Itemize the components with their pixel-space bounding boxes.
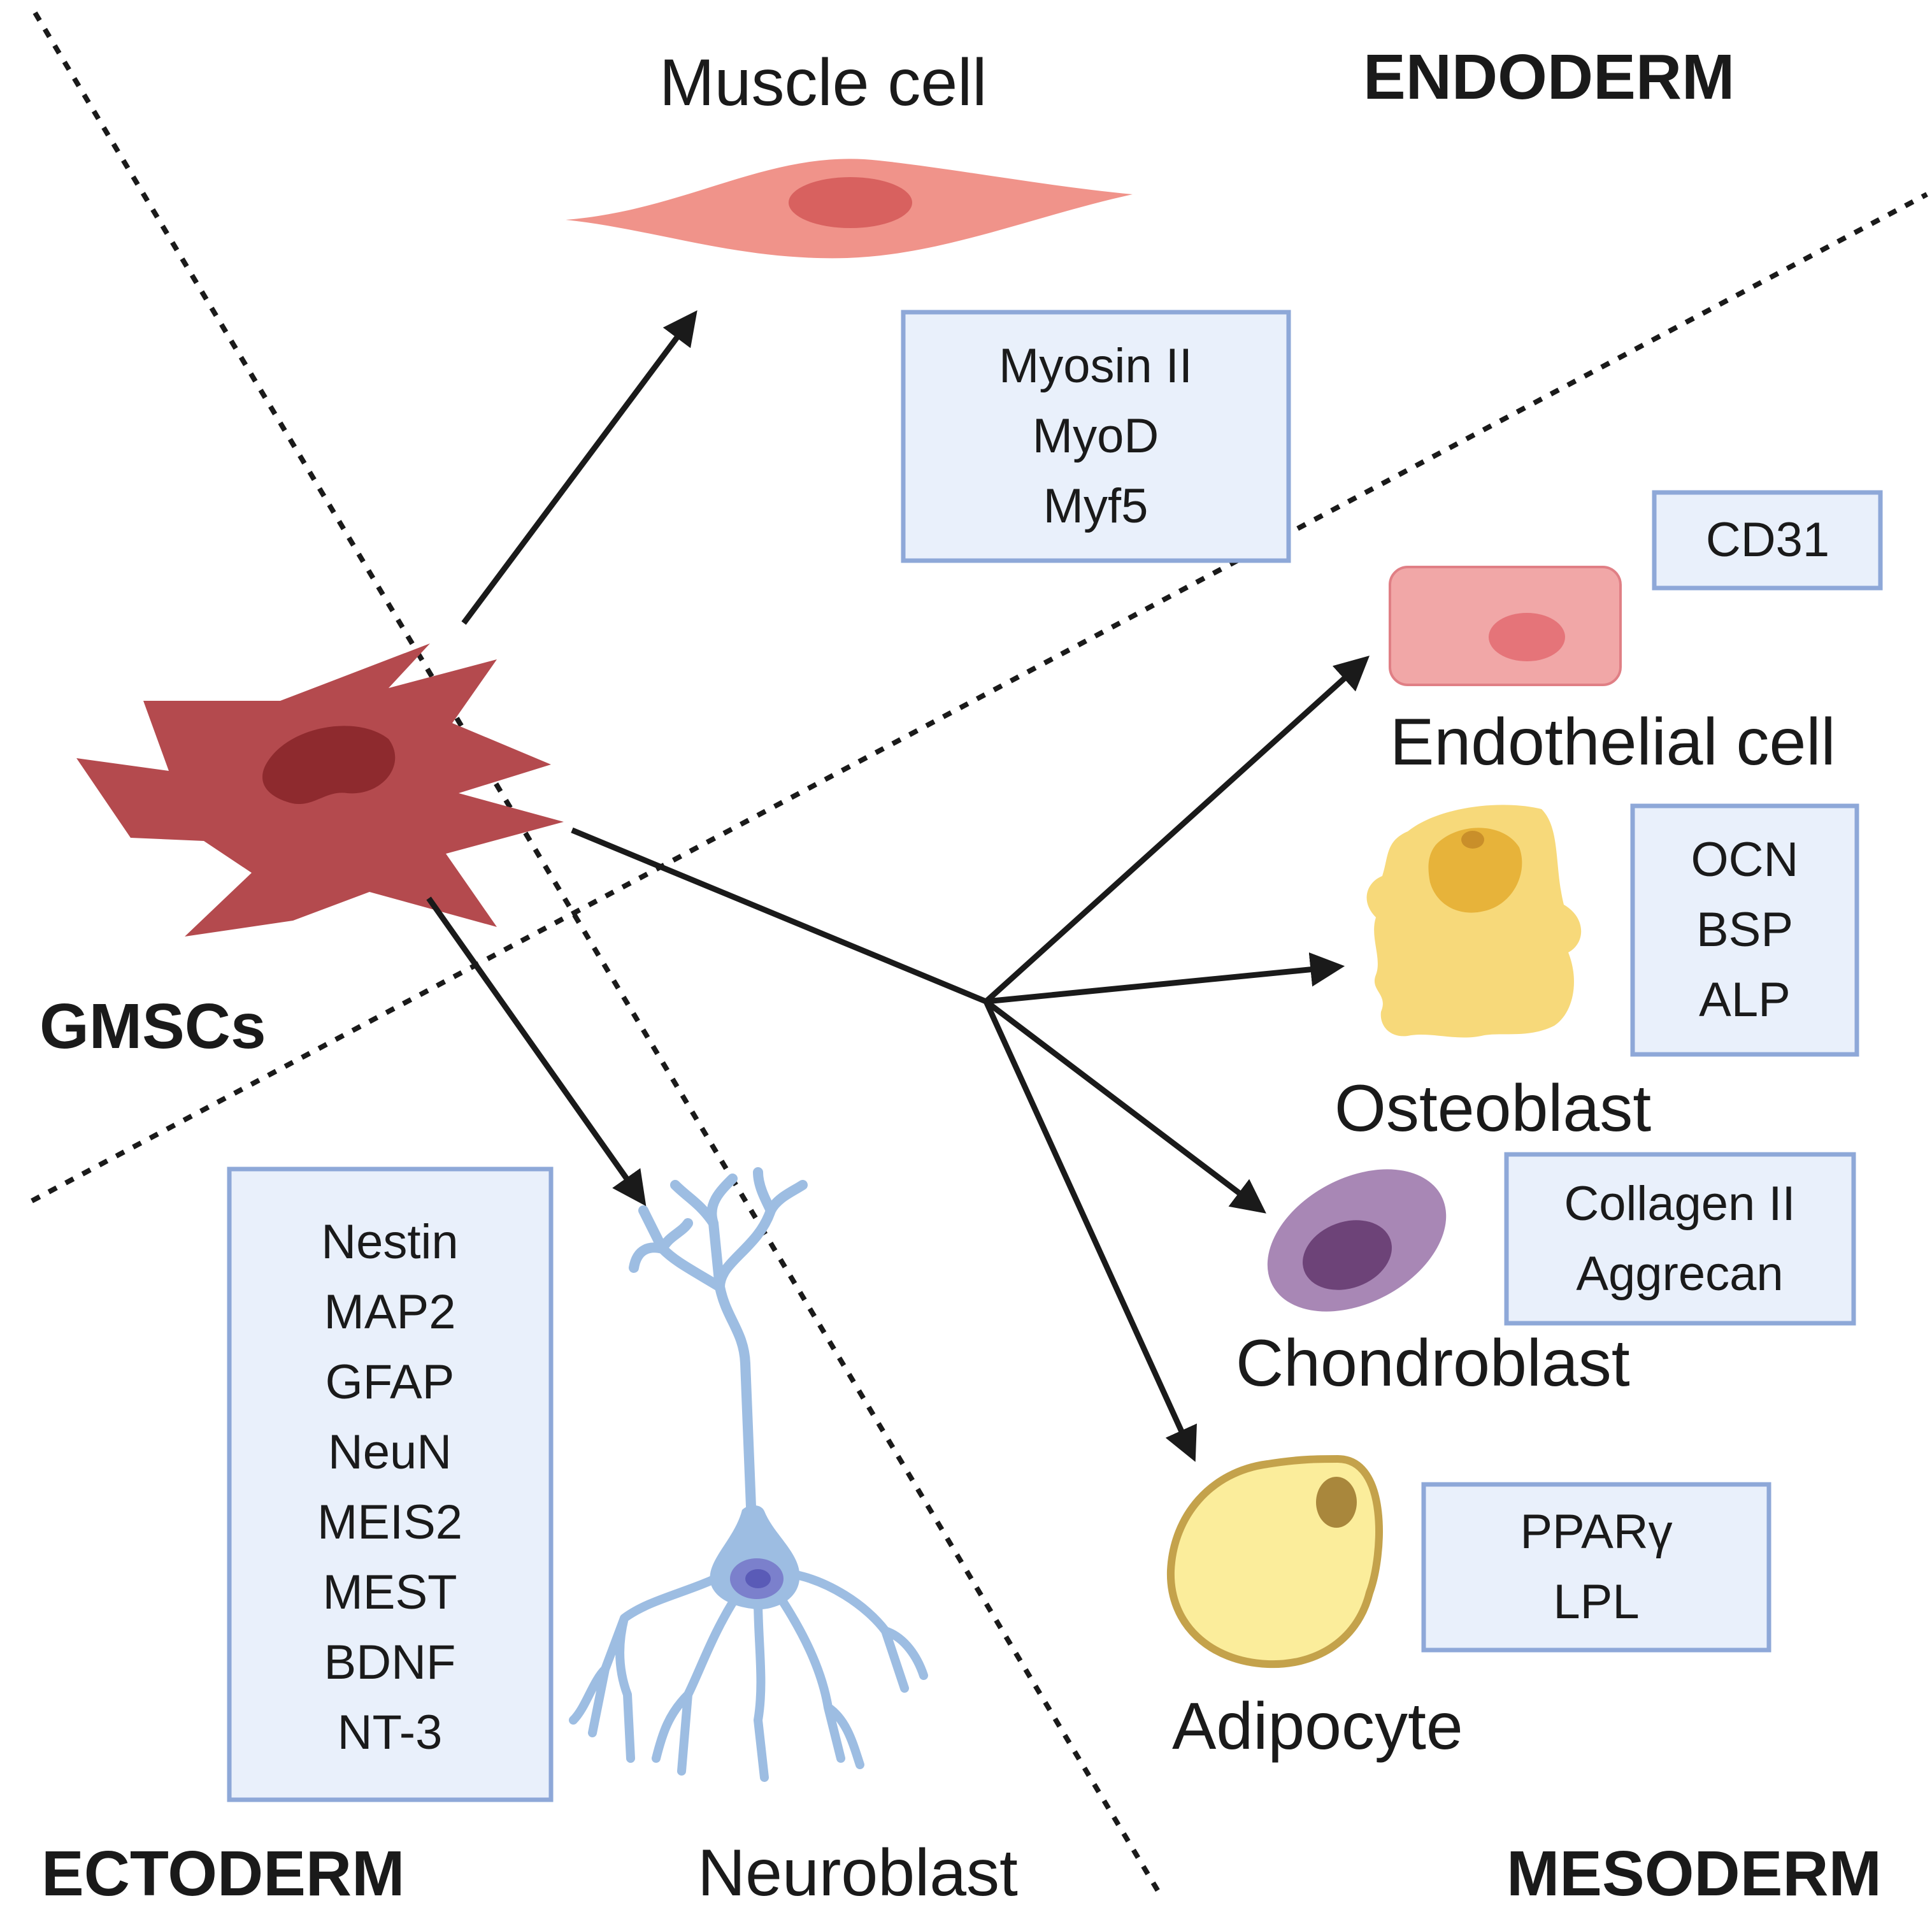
adipocyte-label: Adipocyte — [1172, 1690, 1463, 1763]
endothelial-nucleus — [1489, 613, 1565, 661]
adipocyte-marker: PPARγ — [1520, 1505, 1672, 1559]
neuroblast-marker: MEST — [322, 1565, 457, 1619]
mesoderm-label: MESODERM — [1506, 1838, 1882, 1909]
endothelial-marker-box — [1652, 490, 1883, 591]
arrow-to-adipocyte — [983, 1000, 1197, 1462]
endothelial-cell — [1389, 566, 1622, 686]
divider-ectoderm-mesoderm — [32, 11, 1165, 1900]
osteoblast-nucleus — [1428, 828, 1522, 913]
arrow-to-endothelial — [984, 656, 1370, 1004]
osteoblast-marker-box — [1630, 803, 1859, 1057]
arrow-to-osteoblast — [985, 952, 1345, 1005]
adipocyte-nucleus — [1316, 1477, 1357, 1528]
divider-endoderm-ectoderm — [31, 192, 1928, 1203]
endoderm-label: ENDODERM — [1363, 41, 1735, 113]
adipocyte-marker: LPL — [1553, 1575, 1639, 1629]
muscle-marker: MyoD — [1033, 409, 1159, 463]
osteoblast-marker: BSP — [1696, 903, 1793, 957]
neuroblast-cell — [569, 1167, 928, 1782]
chondroblast-cell — [1267, 1169, 1447, 1312]
muscle-marker: Myosin II — [999, 339, 1192, 393]
osteoblast-marker: ALP — [1699, 973, 1791, 1027]
chondroblast-label: Chondroblast — [1236, 1326, 1630, 1400]
muscle-cell — [566, 159, 1133, 259]
neuroblast-marker: MEIS2 — [317, 1495, 462, 1549]
muscle-label: Muscle cell — [659, 46, 987, 120]
neuron-dendrites-bottom — [569, 1569, 928, 1782]
neuroblast-marker: GFAP — [326, 1355, 455, 1409]
branch-trunk — [571, 827, 987, 1005]
arrow-to-chondroblast — [984, 999, 1266, 1214]
osteoblast-body — [1366, 805, 1582, 1038]
neuroblast-marker: Nestin — [321, 1215, 458, 1269]
arrow-to-muscle — [461, 310, 698, 625]
chondroblast-marker-box — [1504, 1152, 1856, 1326]
gmsc-cell — [76, 643, 564, 937]
gmsc-nucleus — [262, 726, 396, 805]
chondroblast-marker: Aggrecan — [1576, 1247, 1783, 1301]
gmsc-label: GMSCs — [39, 991, 266, 1062]
neuroblast-marker: NT-3 — [338, 1705, 443, 1760]
chondroblast-nucleus — [1303, 1220, 1392, 1290]
neuron-nucleus — [745, 1569, 771, 1588]
osteoblast-marker: OCN — [1691, 833, 1799, 887]
ectoderm-label: ECTODERM — [41, 1838, 404, 1909]
muscle-marker: Myf5 — [1043, 479, 1148, 533]
adipocyte-cell — [1166, 1454, 1383, 1669]
neuroblast-marker: BDNF — [324, 1635, 456, 1690]
endothelial-label: Endothelial cell — [1390, 705, 1836, 779]
neuroblast-marker: MAP2 — [324, 1285, 456, 1339]
arrow-to-neuroblast — [426, 896, 647, 1207]
neuroblast-label: Neuroblast — [698, 1836, 1018, 1910]
muscle-nucleus — [789, 177, 912, 228]
neuron-dendrites-top — [629, 1167, 808, 1528]
osteoblast-nucleolus — [1461, 831, 1484, 849]
osteoblast-label: Osteoblast — [1335, 1072, 1651, 1145]
neuroblast-marker: NeuN — [328, 1425, 452, 1479]
chondroblast-marker: Collagen II — [1564, 1177, 1795, 1231]
endothelial-marker: CD31 — [1706, 513, 1829, 567]
muscle-marker-box — [901, 310, 1291, 563]
osteoblast-cell — [1366, 805, 1582, 1038]
adipocyte-marker-box — [1421, 1482, 1771, 1653]
neuroblast-marker-box — [227, 1167, 554, 1802]
